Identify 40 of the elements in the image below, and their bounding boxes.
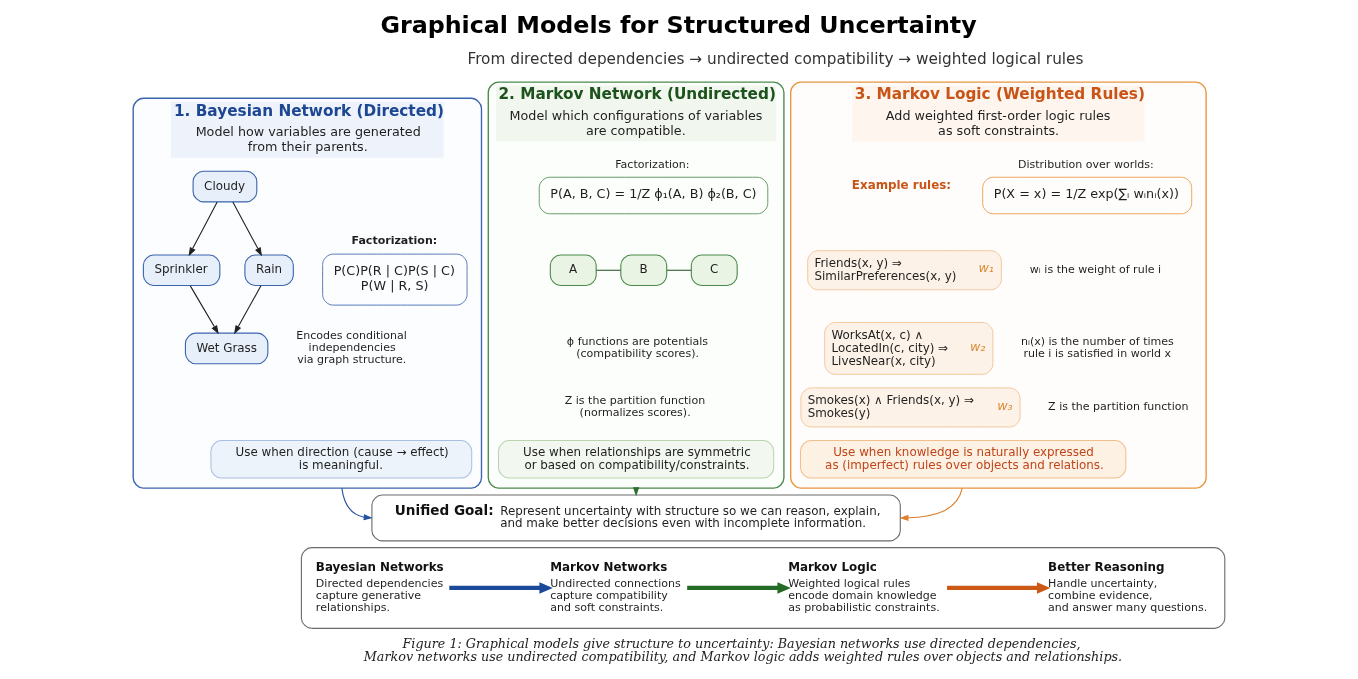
node-box: Rain — [244, 254, 294, 287]
node-box: Use when knowledge is naturally expressed as (imperfect) rules over objects and relations. — [799, 440, 1127, 479]
label: nᵢ(x) is the number of times rule i is satisfied in world x — [1020, 335, 1174, 361]
node-box: Use when direction (cause → effect) is meaningful. — [210, 440, 473, 479]
arrow — [234, 285, 262, 335]
node-text: Bayesian Networks Directed dependencies capture generative relationships. — [315, 560, 444, 615]
node-label: Factorization: — [351, 234, 438, 248]
label: Z is the partition function (normalizes scores). — [564, 394, 706, 420]
arrow — [947, 582, 1051, 594]
label: ϕ functions are potentials (compatibility scores). — [566, 335, 709, 361]
node-box: Use when relationships are symmetric or based on compatibility/constraints. — [497, 440, 775, 479]
label: From directed dependencies → undirected compatibility → weighted logical rules — [467, 49, 1084, 68]
arrow — [687, 582, 791, 594]
node-text: Markov Logic Weighted logical rules encode domain knowledge as probabilistic constraints. — [788, 560, 940, 615]
connector — [666, 269, 692, 271]
node-label: Factorization: — [615, 158, 690, 172]
node-box: B — [620, 254, 668, 287]
node-box: Wet Grass — [184, 332, 269, 365]
node-label: Distribution over worlds: — [1017, 158, 1154, 172]
node-box: C — [690, 254, 738, 287]
node-text: Better Reasoning Handle uncertainty, combine evidence, and answer many questions. — [1048, 560, 1208, 615]
label: wᵢ is the weight of rule i — [1029, 263, 1162, 277]
node-box: Cloudy — [192, 170, 258, 203]
node-box: Unified Goal: Represent uncertainty with structure so we can reason, explain, and make better decisions even with incomplete information. — [371, 494, 901, 542]
arrow — [449, 582, 553, 594]
arrow — [899, 487, 963, 521]
node-box: A — [549, 254, 597, 287]
label: Encodes conditional independencies via graph structure. — [296, 329, 407, 367]
label: Example rules: — [851, 177, 952, 192]
arrow — [188, 201, 218, 257]
connector — [595, 269, 622, 271]
arrow — [341, 487, 373, 521]
caption: Figure 1: Graphical models give structure to uncertainty: Bayesian networks use directed dependencies, Markov networks use undirected compatibility, and Markov logic adds weighted rules over objects and relationships. — [363, 635, 1123, 664]
diagram-title: Graphical Models for Structured Uncertainty — [380, 11, 977, 40]
arrow — [232, 201, 263, 257]
node-text: Markov Networks Undirected connections capture compatibility and soft constraints. — [550, 560, 681, 615]
label: Z is the partition function — [1048, 400, 1189, 414]
node-box: Sprinkler — [142, 254, 221, 287]
cluster — [300, 547, 1226, 629]
arrow — [189, 285, 219, 335]
